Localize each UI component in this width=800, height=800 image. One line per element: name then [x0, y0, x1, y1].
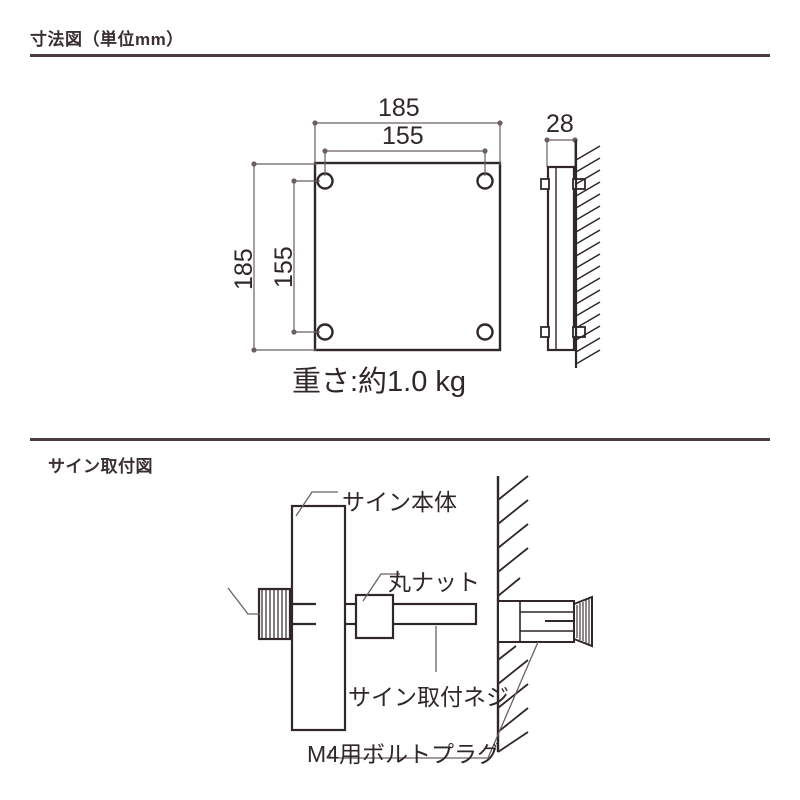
leader-knob: [227, 587, 260, 615]
callout-label-bolt-plug: M4用ボルトプラグ: [307, 741, 500, 767]
callout-leader-lines: [227, 491, 539, 759]
dimension-label-width-155: 155: [382, 122, 424, 150]
bolt-plug: [497, 595, 593, 648]
section-divider-top: [30, 54, 770, 57]
callout-label-mount-screw: サイン取付ネジ: [348, 684, 509, 710]
side-spacer-top-right: [572, 178, 586, 190]
dimension-label-height-155: 155: [270, 246, 298, 288]
section-divider-middle: [30, 438, 770, 441]
mounting-hole-bottom-right: [476, 323, 494, 341]
side-spacer-bottom-left: [540, 326, 550, 338]
mounting-hole-top-right: [476, 172, 494, 190]
screw-shaft: [390, 602, 478, 626]
mounting-hole-bottom-left: [316, 323, 334, 341]
side-plate-view: [540, 140, 601, 368]
side-spacer-top-left: [540, 178, 550, 190]
dimension-section-title: 寸法図（単位mm）: [30, 30, 184, 49]
knob-shaft: [290, 602, 316, 626]
side-plate-outline: [546, 165, 576, 352]
dimension-label-depth-28: 28: [546, 110, 574, 138]
knob-outline: [257, 587, 292, 641]
bolt-plug-body: [497, 600, 575, 643]
weight-note: 重さ:約1.0 kg: [292, 366, 467, 398]
dimension-label-height-185: 185: [230, 248, 258, 290]
front-plate-outline: [313, 161, 502, 352]
side-spacer-bottom-right: [572, 326, 586, 338]
callout-label-sign-body: サイン本体: [342, 489, 457, 515]
dimension-lines: [251, 120, 578, 353]
round-nut-block: [354, 593, 395, 640]
leader-sign-body: [295, 491, 338, 517]
knurled-knob-head: [257, 587, 292, 641]
front-plate-view: [313, 161, 502, 352]
sign-body-panel: [290, 504, 347, 732]
sign-mount-screw: [345, 602, 478, 626]
bolt-plug-knurled-tail: [573, 595, 593, 648]
dimension-label-width-185: 185: [378, 94, 420, 122]
mounting-hole-top-left: [316, 172, 334, 190]
mounting-section-title: サイン取付図: [48, 457, 153, 476]
side-wall-hatching: [575, 145, 601, 365]
callout-label-round-nut: 丸ナット: [388, 569, 480, 595]
